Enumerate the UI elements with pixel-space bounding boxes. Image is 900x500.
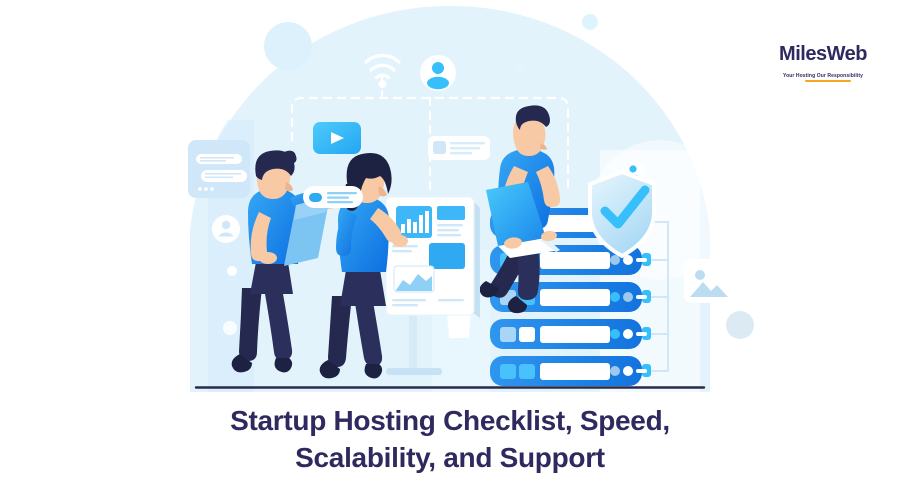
server-unit <box>490 319 651 349</box>
decorative-circles <box>223 14 754 339</box>
logo-word-web: Web <box>826 43 868 65</box>
wifi-dot <box>378 80 387 88</box>
user-avatar-icon-top <box>420 55 456 91</box>
play-button-icon[interactable] <box>313 122 361 154</box>
server-unit <box>490 356 651 386</box>
content-card-top <box>428 136 490 160</box>
logo-tagline-text: Your Hosting Our Responsibility <box>783 73 863 79</box>
chat-bubble-card <box>188 140 250 198</box>
floating-search-card <box>303 186 363 208</box>
image-placeholder-icon <box>684 259 734 303</box>
logo-word-miles: Miles <box>779 43 827 65</box>
logo-underline-accent <box>804 80 851 82</box>
wifi-icon <box>364 53 401 80</box>
page-title: Startup Hosting Checklist, Speed, Scalab… <box>0 402 900 476</box>
page-title-line-2: Scalability, and Support <box>295 442 605 474</box>
page-title-line-1: Startup Hosting Checklist, Speed, <box>230 405 670 436</box>
person-with-laptop <box>479 105 561 314</box>
hero-illustration <box>188 5 754 392</box>
logo-wordmark: MilesWeb <box>768 44 878 64</box>
logo-tagline: Your Hosting Our Responsibility <box>783 73 863 82</box>
person-standing-left <box>231 150 336 373</box>
dashboard-screen <box>385 196 480 375</box>
shield-check-icon <box>588 169 656 259</box>
brand-logo[interactable]: MilesWeb Your Hosting Our Responsibility <box>768 44 878 82</box>
user-avatar-icon-left <box>212 215 240 243</box>
